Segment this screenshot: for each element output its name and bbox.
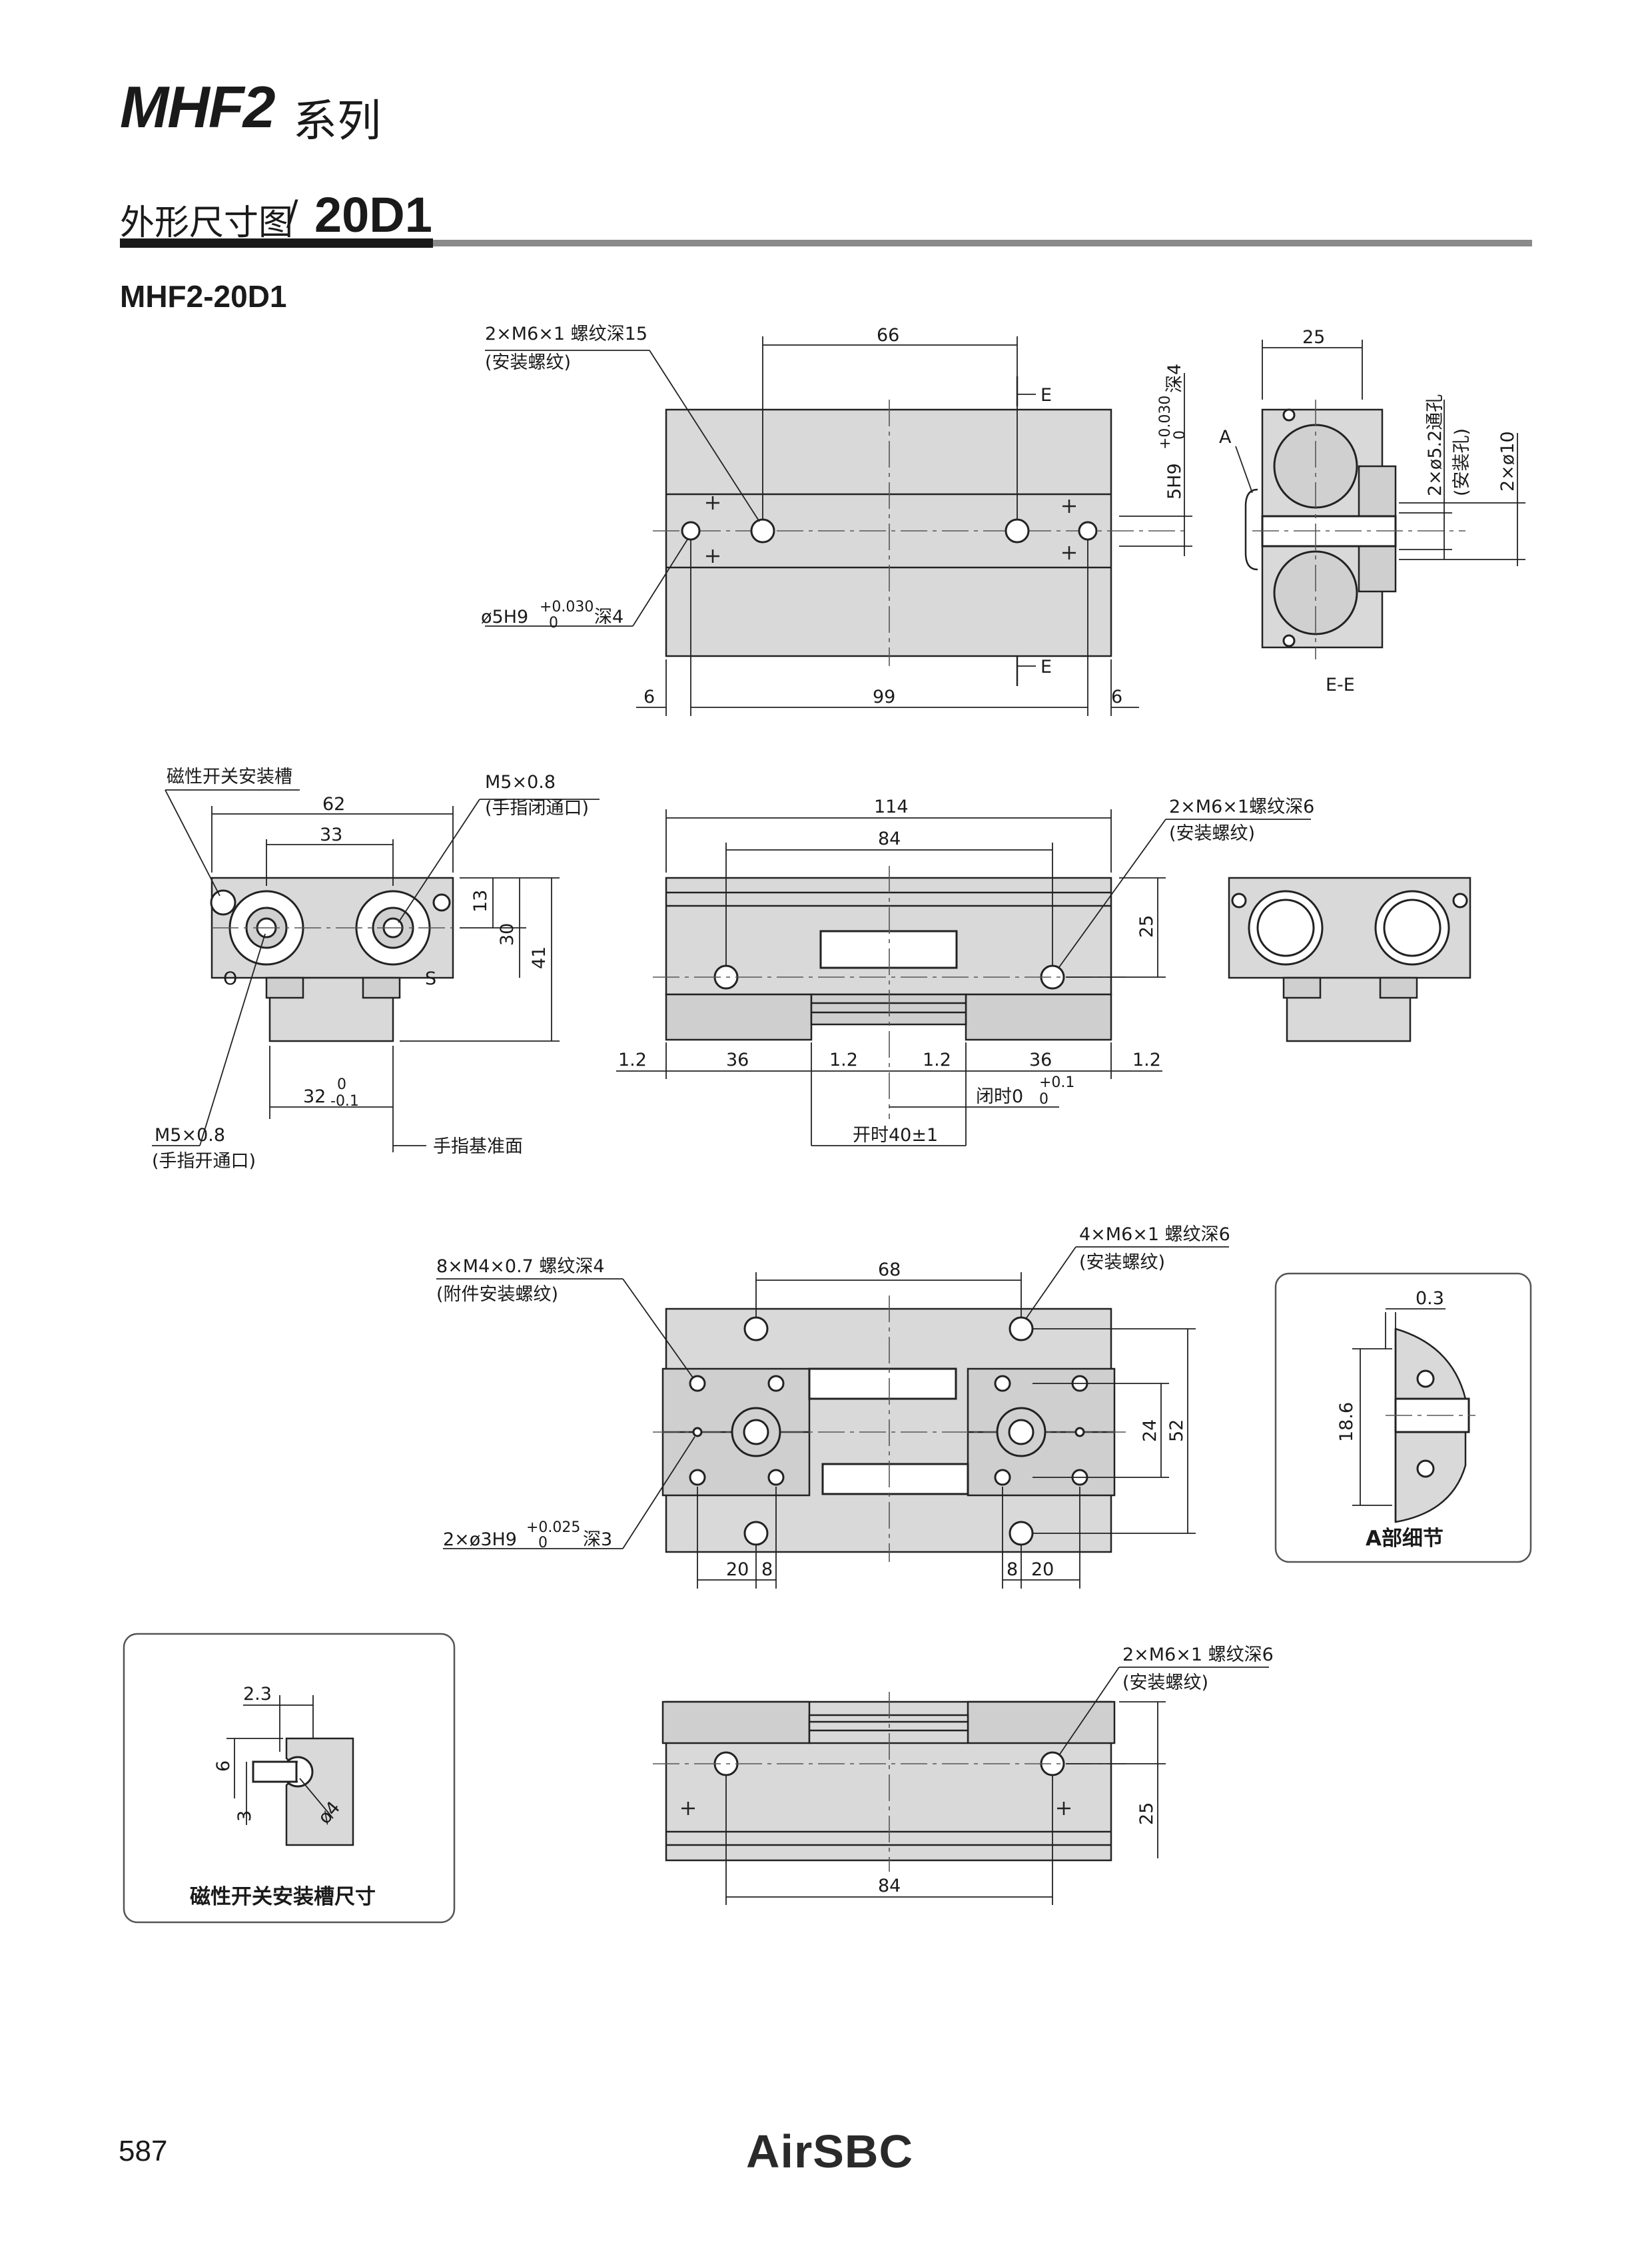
dim-66: 66 <box>877 325 899 346</box>
dim-8-left: 8 <box>761 1559 773 1580</box>
top-view: 66 99 6 6 E E 5H9 +0.030 0 深4 2×M6×1 螺纹深… <box>481 324 1192 716</box>
dim-1-2-c: 1.2 <box>923 1050 951 1070</box>
section-mark-top: E <box>1040 385 1052 406</box>
dim-3: 3 <box>234 1810 255 1822</box>
label-m4-note: (附件安装螺纹) <box>436 1284 558 1305</box>
dim-18-6: 18.6 <box>1336 1402 1357 1442</box>
label-m5-close: M5×0.8 <box>485 772 556 793</box>
side-view: O S 62 33 13 30 41 32 0 -0.1 手指基准面 磁性开关安… <box>152 767 600 1172</box>
dim-114: 114 <box>874 797 909 817</box>
dim-13: 13 <box>470 890 491 913</box>
dim-33: 33 <box>320 825 342 845</box>
label-m5-open: M5×0.8 <box>155 1125 225 1146</box>
dim-6: 6 <box>213 1760 234 1772</box>
end-view <box>1228 877 1471 1042</box>
dim-1-2-d: 1.2 <box>1132 1050 1161 1070</box>
dim-2-3: 2.3 <box>243 1684 272 1704</box>
dim-0-3: 0.3 <box>1416 1288 1444 1309</box>
section-rule <box>120 240 1532 246</box>
label-m5-close-note: (手指闭通口) <box>485 798 589 819</box>
dim-1-2-a: 1.2 <box>618 1050 647 1070</box>
label-pin3: 2×ø3H9 <box>443 1529 517 1550</box>
dim-84: 84 <box>878 829 901 849</box>
label-pin: ø5H9 <box>481 607 528 627</box>
dim-24: 24 <box>1140 1419 1160 1442</box>
label-pin3-tol-upper: +0.025 <box>526 1519 580 1536</box>
dim-36-left: 36 <box>726 1050 749 1070</box>
label-finger-datum: 手指基准面 <box>433 1136 523 1157</box>
label-5h9-depth: 深4 <box>1164 364 1185 393</box>
label-closed-tol-lower: 0 <box>1039 1091 1048 1108</box>
brand-logo: AirSBC <box>746 2125 914 2177</box>
lower-dim-25: 25 <box>1136 1802 1157 1825</box>
label-m5-open-note: (手指开通口) <box>152 1151 256 1172</box>
label-m6-4-note: (安装螺纹) <box>1079 1252 1165 1273</box>
dim-99: 99 <box>873 687 895 707</box>
label-closed-tol-upper: +0.1 <box>1039 1074 1074 1091</box>
series-suffix: 系列 <box>293 95 381 147</box>
dim-68: 68 <box>878 1260 901 1280</box>
section-ee-caption: E-E <box>1326 675 1355 695</box>
label-5h9-tol-upper: +0.030 <box>1157 396 1174 450</box>
dim-6-right: 6 <box>1111 687 1122 707</box>
label-thread6: 2×M6×1螺纹深6 <box>1169 797 1314 817</box>
port-s: S <box>425 968 436 989</box>
model-title: MHF2-20D1 <box>120 279 287 314</box>
section-dim-25: 25 <box>1302 327 1325 348</box>
dim-52: 52 <box>1166 1419 1187 1442</box>
port-o: O <box>223 968 237 989</box>
label-pin-depth: 深4 <box>594 607 623 627</box>
dim-20-left: 20 <box>726 1559 749 1580</box>
lower-dim-84: 84 <box>878 1876 901 1896</box>
label-dia10: 2×ø10 <box>1497 431 1518 492</box>
label-closed: 闭时0 <box>976 1086 1023 1107</box>
section-ee-view: A 25 2×ø5.2通孔 (安装孔) 2×ø10 E-E <box>1219 327 1525 695</box>
label-switch-slot: 磁性开关安装槽 <box>167 767 292 787</box>
dim-32: 32 <box>303 1086 326 1107</box>
dim-1-2-b: 1.2 <box>829 1050 858 1070</box>
label-m6-4: 4×M6×1 螺纹深6 <box>1079 1224 1230 1245</box>
front-dim-25: 25 <box>1136 915 1157 938</box>
dim-30: 30 <box>497 923 518 946</box>
section-title: 外形尺寸图 <box>120 203 294 243</box>
dim-32-tol-lower: -0.1 <box>330 1093 359 1110</box>
label-thread6-note: (安装螺纹) <box>1169 823 1255 844</box>
label-open: 开时40±1 <box>853 1125 938 1146</box>
front-view: 114 84 25 2×M6×1螺纹深6 (安装螺纹) 1.2 36 1.2 1… <box>616 797 1314 1146</box>
label-pin3-tol-lower: 0 <box>538 1535 548 1551</box>
bottom-view: 68 24 52 20 8 8 20 8×M4×0.7 螺纹深4 (附件安装螺纹… <box>436 1224 1230 1589</box>
dim-20-right: 20 <box>1031 1559 1054 1580</box>
section-mark-bottom: E <box>1040 657 1052 677</box>
page-number: 587 <box>119 2135 168 2167</box>
dim-6-left: 6 <box>643 687 655 707</box>
label-5h9: 5H9 <box>1164 463 1185 500</box>
dim-8-right: 8 <box>1007 1559 1018 1580</box>
label-m4: 8×M4×0.7 螺纹深4 <box>436 1256 605 1277</box>
section-rule-accent <box>120 238 433 248</box>
label-pin-tol-lower: 0 <box>549 615 558 631</box>
dim-32-tol-upper: 0 <box>337 1076 346 1093</box>
label-hole: 2×ø5.2通孔 <box>1425 394 1446 496</box>
label-thread15-note: (安装螺纹) <box>485 352 571 373</box>
lower-label-thread6-note: (安装螺纹) <box>1122 1673 1208 1693</box>
lower-front-view: 25 84 2×M6×1 螺纹深6 (安装螺纹) <box>653 1645 1274 1905</box>
slot-detail-caption: 磁性开关安装槽尺寸 <box>190 1885 376 1909</box>
label-pin3-depth: 深3 <box>583 1529 612 1550</box>
label-hole-note: (安装孔) <box>1451 428 1472 496</box>
dim-62: 62 <box>322 794 345 815</box>
section-code: 20D1 <box>314 187 432 242</box>
detail-a-frame: 18.6 0.3 A部细节 <box>1274 1272 1532 1563</box>
label-pin-tol-upper: +0.030 <box>540 599 594 615</box>
label-a: A <box>1219 427 1232 448</box>
label-5h9-tol-lower: 0 <box>1172 430 1188 440</box>
dim-36-right: 36 <box>1029 1050 1052 1070</box>
detail-a-caption: A部细节 <box>1366 1527 1444 1551</box>
slot-detail-frame: 2.3 6 3 ø4 磁性开关安装槽尺寸 <box>123 1633 456 1924</box>
lower-label-thread6: 2×M6×1 螺纹深6 <box>1122 1645 1274 1665</box>
series-code: MHF2 <box>120 74 276 140</box>
label-thread15: 2×M6×1 螺纹深15 <box>485 324 647 344</box>
dim-41: 41 <box>529 946 550 969</box>
section-separator: / <box>286 193 298 233</box>
